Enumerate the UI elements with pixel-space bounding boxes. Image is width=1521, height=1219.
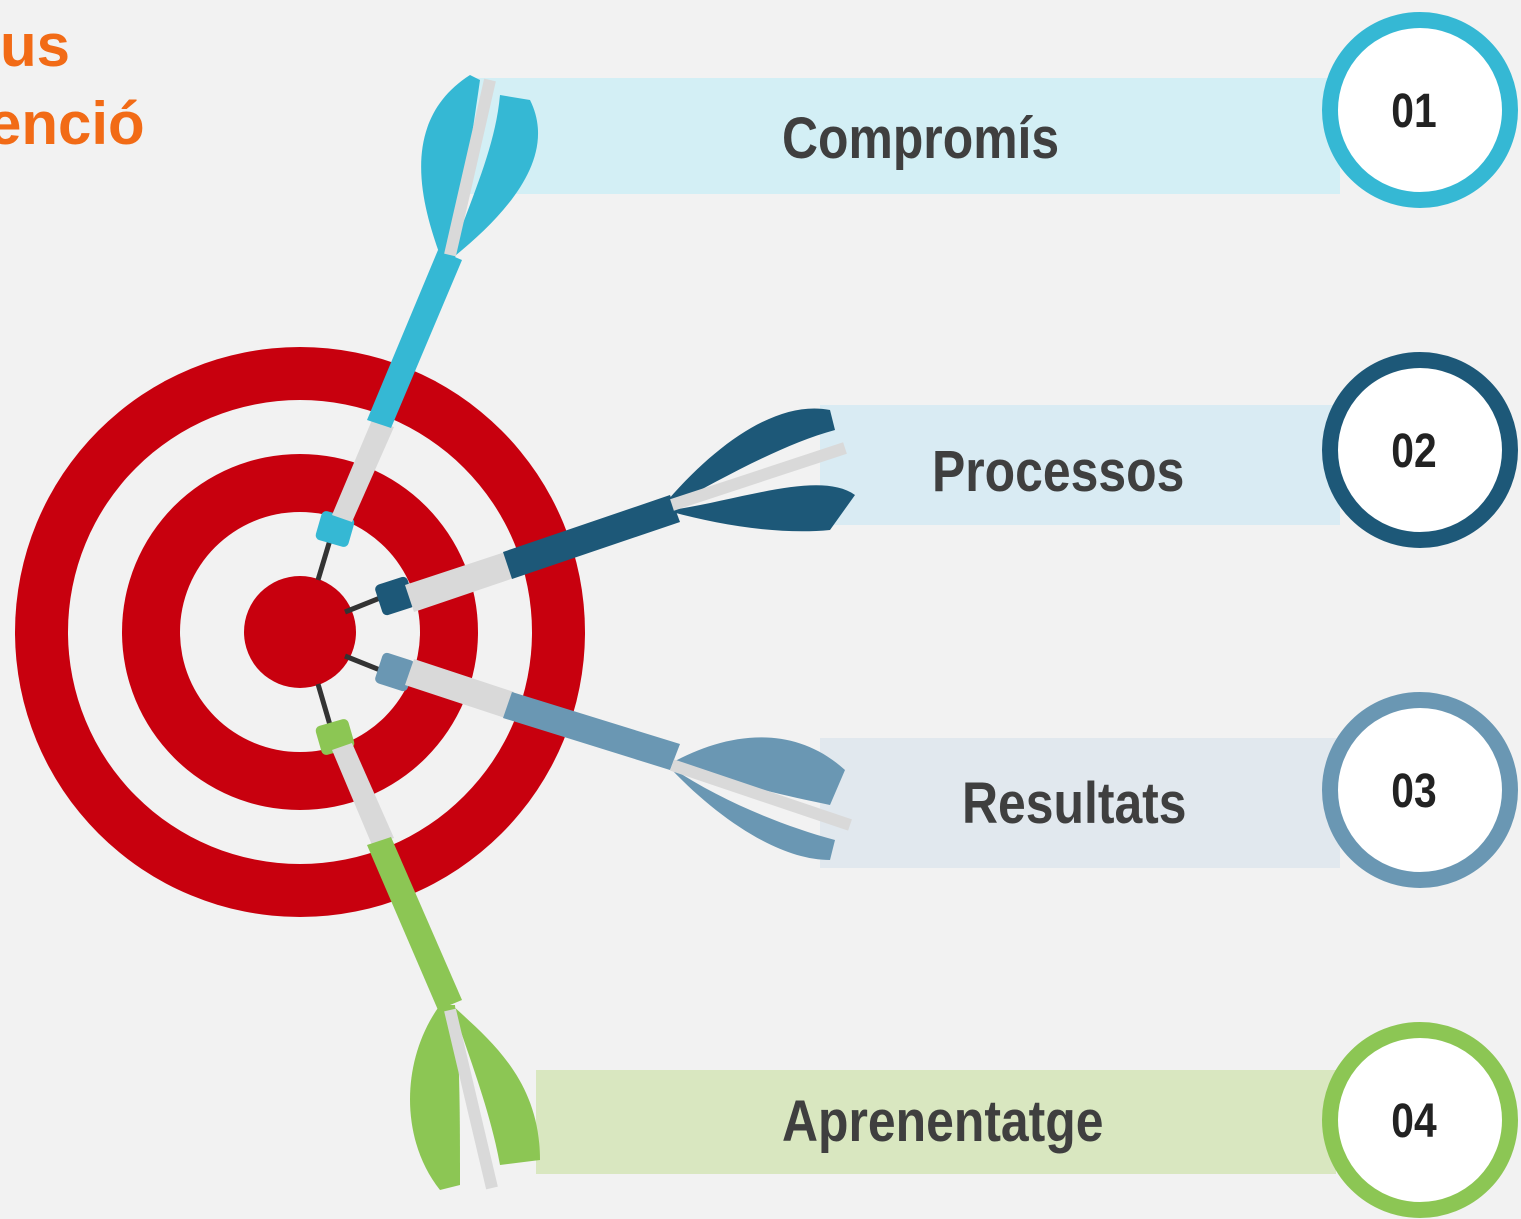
dart-01 (315, 75, 539, 581)
band-resultats (820, 738, 1340, 868)
band-aprenentatge (536, 1070, 1336, 1174)
step-label-04: Aprenentatge (782, 1089, 1104, 1154)
number-circle-02 (1322, 352, 1518, 548)
step-number-04: 04 (1391, 1095, 1437, 1148)
band-processos (820, 405, 1340, 525)
step-label-02: Processos (932, 439, 1185, 504)
heading-line-3: enció (0, 90, 145, 157)
dart-04 (315, 683, 540, 1190)
step-number-03: 03 (1391, 765, 1437, 818)
dart-03 (344, 652, 852, 860)
dart-02 (344, 408, 855, 616)
step-number-02: 02 (1391, 425, 1437, 478)
number-circle-01 (1322, 12, 1518, 208)
number-circle-03 (1322, 692, 1518, 888)
heading-line-2: us (0, 12, 71, 79)
step-label-03: Resultats (962, 771, 1187, 836)
step-number-01: 01 (1391, 85, 1437, 138)
number-circle-04 (1322, 1022, 1518, 1218)
target (15, 347, 585, 917)
band-compromis (470, 78, 1340, 194)
step-label-01: Compromís (782, 106, 1060, 171)
